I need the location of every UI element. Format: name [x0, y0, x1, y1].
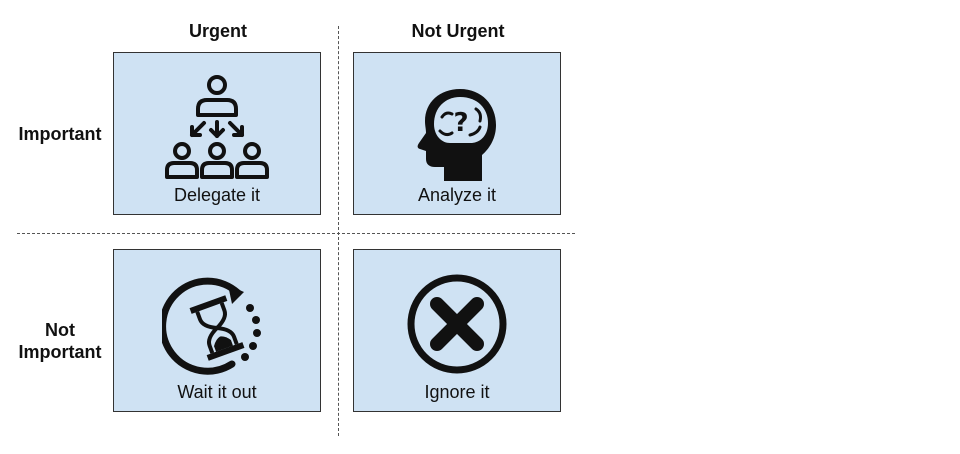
quadrant-urgent-not-important: Wait it out: [113, 249, 321, 412]
column-header-urgent: Urgent: [189, 21, 247, 41]
row-header-not-important-line1: Not: [45, 320, 75, 340]
row-header-not-important: Not Important: [12, 319, 108, 363]
cell-label-analyze: Analyze it: [417, 185, 497, 205]
row-header-important-label: Important: [18, 124, 102, 144]
hourglass-wait-icon: [162, 277, 261, 375]
vertical-divider: [338, 26, 339, 436]
cell-label-ignore: Ignore it: [424, 382, 490, 402]
quadrant-not-urgent-important: ? Analyze it: [353, 52, 561, 215]
row-header-important: Important: [12, 123, 108, 145]
quadrant-not-urgent-not-important: Ignore it: [353, 249, 561, 412]
horizontal-divider: [17, 233, 575, 234]
quadrant-urgent-important: Delegate it: [113, 52, 321, 215]
x-circle-icon: [407, 274, 507, 374]
delegate-people-icon: [165, 75, 269, 179]
column-header-not-urgent: Not Urgent: [411, 21, 505, 41]
svg-text:?: ?: [453, 108, 468, 138]
brain-question-icon: ?: [417, 89, 496, 181]
row-header-not-important-line2: Important: [18, 342, 102, 362]
cell-label-delegate: Delegate it: [173, 185, 261, 205]
cell-label-wait: Wait it out: [177, 382, 257, 402]
